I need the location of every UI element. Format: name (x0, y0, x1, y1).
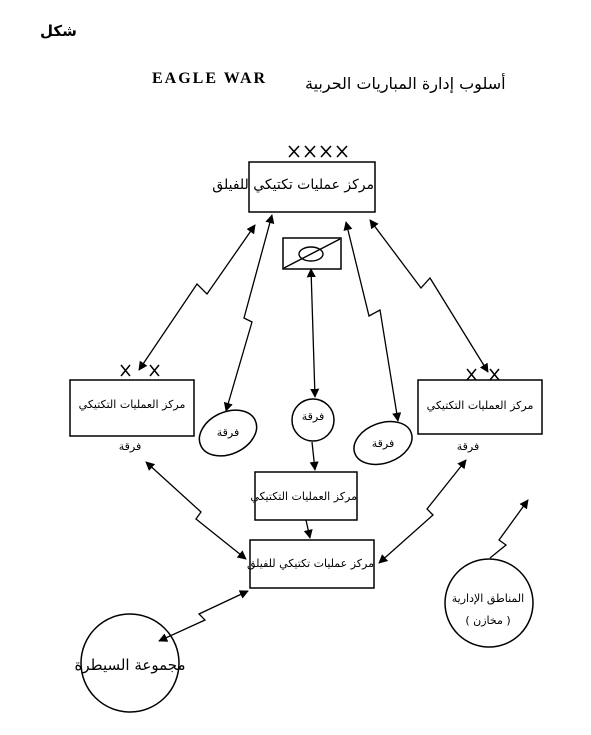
blank-patch (184, 18, 250, 50)
division-right-box (417, 379, 543, 435)
division-left-box (69, 379, 195, 437)
title-arabic: أسلوب إدارة المباريات الحربية (305, 74, 506, 93)
division-left-symbol (120, 364, 160, 377)
comm-links (138, 214, 529, 642)
control-group-circle (80, 613, 180, 713)
admin-areas-circle (444, 558, 534, 648)
division-left-sub-label: فرقة (118, 440, 142, 453)
link-corps-right-div (369, 219, 489, 373)
link-circle-centerdiv (309, 441, 319, 471)
circle-center-label: فرقة (301, 410, 325, 423)
division-center-label: مركز العمليات التكتيكي (250, 490, 357, 503)
link-symbol-circle (306, 268, 320, 398)
division-right-sub-label: فرقة (456, 440, 480, 453)
corps-top-box (248, 161, 376, 213)
straight-links (303, 268, 320, 539)
division-right-symbol (466, 368, 500, 381)
link-corps-oval-right (343, 221, 402, 422)
oval-left-label: فرقة (216, 426, 240, 439)
link-corps-left-div (138, 224, 256, 371)
title-english: EAGLE WAR (152, 70, 268, 87)
circle-center (291, 398, 335, 442)
link-leftdiv-bottom (145, 461, 247, 560)
admin-areas-sub-label: ( مخازن ) (465, 614, 511, 627)
figure-label: شكل (40, 22, 77, 40)
link-centerdiv-bottom (303, 519, 313, 539)
control-group-label: مجموعة السيطرة (74, 656, 186, 674)
division-left-label: مركز العمليات التكتيكي (78, 398, 186, 411)
corps-bottom-label: مركز عمليات تكتيكي للفيلق (246, 557, 374, 570)
oval-right-label: فرقة (371, 437, 395, 450)
admin-areas-label: المناطق الإدارية (451, 592, 525, 605)
link-bottom-control (158, 590, 249, 642)
corps-bottom-box (249, 539, 375, 589)
corps-symbol (288, 145, 348, 158)
link-corps-oval-left (223, 214, 275, 412)
link-admin (489, 499, 529, 559)
link-rightdiv-bottom (378, 459, 467, 564)
oval-left (198, 409, 258, 457)
corps-top-label: مركز عمليات تكتيكي للفيلق (212, 177, 374, 193)
division-right-label: مركز العمليات التكتيكي (426, 399, 534, 412)
armor-unit-symbol (282, 237, 342, 270)
